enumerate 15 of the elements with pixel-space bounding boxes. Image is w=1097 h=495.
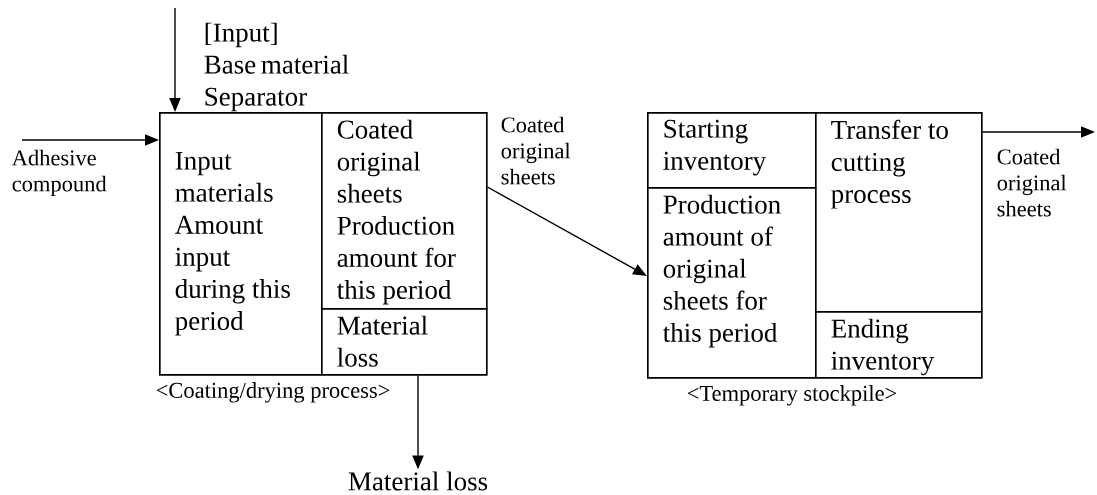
process-cell: Coated original sheets Production amount for this period xyxy=(321,112,488,310)
process-cell: Material loss xyxy=(321,308,488,376)
edge-label: Coated original sheets xyxy=(997,148,1067,217)
box-caption: <Coating/drying process> xyxy=(156,382,390,403)
process-cell: Ending inventory xyxy=(815,311,983,379)
edge-label: Coated original sheets xyxy=(501,116,571,185)
edge-label: Adhesive compound xyxy=(11,149,107,197)
output-label: Material loss xyxy=(348,471,488,491)
arrow xyxy=(486,186,647,276)
box-caption: <Temporary stockpile> xyxy=(687,385,897,406)
process-cell: Transfer to cutting process xyxy=(815,112,983,313)
process-cell: Production amount of original sheets for this period xyxy=(647,187,817,379)
edge-label: [Input] Base material Separator xyxy=(204,22,349,112)
process-cell: Input materials Amount input during this period xyxy=(159,112,323,376)
process-cell: Starting inventory xyxy=(647,112,817,189)
